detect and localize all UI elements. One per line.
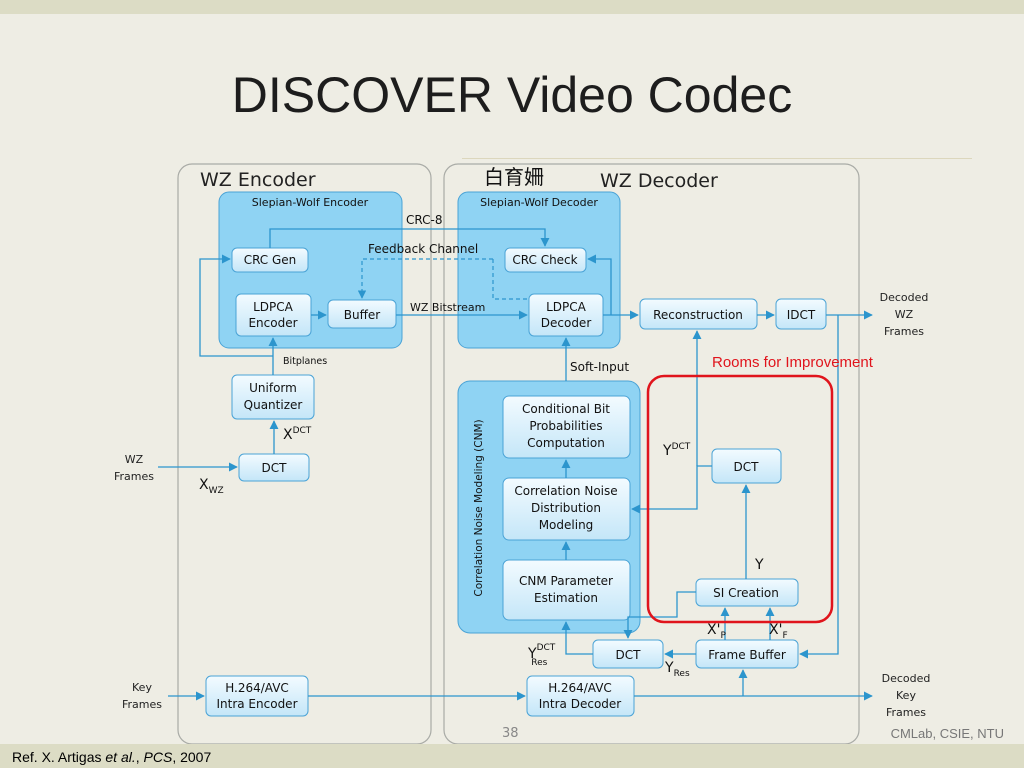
encoder-dct-label: DCT	[262, 461, 288, 475]
ldpca-decoder-line1: LDPCA	[546, 300, 587, 314]
crc-gen-label: CRC Gen	[244, 253, 297, 267]
si-dct-label: DCT	[734, 460, 760, 474]
frame-buffer-label: Frame Buffer	[708, 648, 786, 662]
h264-encoder-line2: Intra Encoder	[216, 697, 297, 711]
crc-check-box: CRC Check	[504, 247, 587, 273]
decoder-chinese-label: 白育姍	[484, 165, 544, 189]
buffer-label: Buffer	[344, 308, 380, 322]
rooms-for-improvement-label: Rooms for Improvement	[712, 354, 874, 371]
buffer-box: Buffer	[327, 299, 397, 329]
cndm-box: Correlation Noise Distribution Modeling	[502, 477, 631, 541]
si-dct-box: DCT	[711, 448, 782, 484]
yres-symbol: YRes	[664, 660, 690, 679]
xdct-symbol: XDCT	[283, 426, 312, 443]
cndm-line2: Distribution	[531, 501, 601, 515]
ldpca-decoder-box: LDPCA Decoder	[528, 293, 604, 337]
h264-encoder-line1: H.264/AVC	[225, 681, 289, 695]
ldpca-encoder-line2: Encoder	[248, 316, 297, 330]
ldpca-decoder-line2: Decoder	[541, 316, 592, 330]
xf-symbol: X'F	[769, 622, 788, 641]
ydct-symbol: YDCT	[662, 442, 691, 459]
xp-symbol: X'P	[707, 622, 726, 641]
cbp-line2: Probabilities	[529, 419, 602, 433]
cndm-line1: Correlation Noise	[514, 484, 617, 498]
key-frames-label: Key Frames	[122, 681, 162, 711]
ldpca-encoder-box: LDPCA Encoder	[235, 293, 312, 337]
cndm-line3: Modeling	[539, 518, 594, 532]
h264-encoder-box: H.264/AVC Intra Encoder	[205, 675, 309, 717]
title-rule	[462, 158, 972, 159]
cnm-param-box: CNM Parameter Estimation	[502, 559, 631, 621]
h264-decoder-line1: H.264/AVC	[548, 681, 612, 695]
page-number: 38	[502, 726, 519, 741]
frame-buffer-box: Frame Buffer	[695, 639, 799, 669]
h264-decoder-line2: Intra Decoder	[539, 697, 622, 711]
footer-band	[0, 744, 1024, 768]
si-creation-label: SI Creation	[713, 586, 779, 600]
quantizer-line2: Quantizer	[244, 398, 303, 412]
connectors	[158, 228, 873, 701]
res-dct-label: DCT	[616, 648, 642, 662]
sw-decoder-title: Slepian-Wolf Decoder	[480, 196, 598, 209]
sw-encoder-title: Slepian-Wolf Encoder	[252, 196, 369, 209]
svg-text:Frames: Frames	[122, 698, 162, 711]
encoder-dct-box: DCT	[238, 453, 310, 482]
cnm-param-line1: CNM Parameter	[519, 574, 613, 588]
crc8-label: CRC-8	[406, 213, 442, 227]
reference-text: Ref. X. Artigas et al., PCS, 2007	[12, 749, 212, 765]
cnm-side-title: Correlation Noise Modeling (CNM)	[473, 419, 485, 596]
bitplanes-label: Bitplanes	[283, 356, 327, 367]
svg-text:Frames: Frames	[884, 325, 924, 338]
svg-text:Decoded: Decoded	[882, 672, 931, 685]
credit-text: CMLab, CSIE, NTU	[890, 726, 1004, 741]
improvement-highlight	[646, 374, 834, 624]
xwz-symbol: XWZ	[199, 477, 224, 496]
reconstruction-box: Reconstruction	[639, 298, 758, 330]
idct-box: IDCT	[775, 298, 827, 330]
si-creation-box: SI Creation	[695, 578, 799, 607]
svg-text:Frames: Frames	[886, 706, 926, 719]
feedback-channel-label: Feedback Channel	[368, 242, 478, 256]
cbp-line1: Conditional Bit	[522, 402, 610, 416]
slide-title: DISCOVER Video Codec	[231, 67, 793, 123]
wz-bitstream-label: WZ Bitstream	[410, 301, 485, 314]
res-dct-box: DCT	[592, 639, 664, 669]
h264-decoder-box: H.264/AVC Intra Decoder	[526, 675, 635, 717]
crc-check-label: CRC Check	[512, 253, 577, 267]
decoder-title: WZ Decoder	[600, 170, 718, 192]
ldpca-encoder-line1: LDPCA	[253, 300, 294, 314]
quantizer-line1: Uniform	[249, 381, 297, 395]
y-symbol: Y	[754, 557, 764, 573]
decoded-key-frames-label: Decoded Key Frames	[882, 672, 931, 719]
svg-text:Key: Key	[132, 681, 152, 694]
feedback-channel	[357, 258, 527, 300]
cbp-line3: Computation	[527, 436, 605, 450]
top-band	[0, 0, 1024, 14]
uniform-quantizer-box: Uniform Quantizer	[231, 374, 315, 420]
wz-frames-label: WZ Frames	[114, 453, 154, 483]
svg-text:Decoded: Decoded	[880, 291, 929, 304]
svg-text:Frames: Frames	[114, 470, 154, 483]
reconstruction-label: Reconstruction	[653, 308, 743, 322]
svg-text:WZ: WZ	[895, 308, 914, 321]
soft-input-label: Soft-Input	[570, 360, 629, 374]
svg-text:WZ: WZ	[125, 453, 144, 466]
svg-text:Key: Key	[896, 689, 916, 702]
decoded-wz-frames-label: Decoded WZ Frames	[880, 291, 929, 338]
idct-label: IDCT	[787, 308, 816, 322]
cnm-param-line2: Estimation	[534, 591, 598, 605]
encoder-title: WZ Encoder	[200, 169, 316, 191]
cbp-box: Conditional Bit Probabilities Computatio…	[502, 395, 631, 459]
crc-gen-box: CRC Gen	[231, 247, 309, 273]
